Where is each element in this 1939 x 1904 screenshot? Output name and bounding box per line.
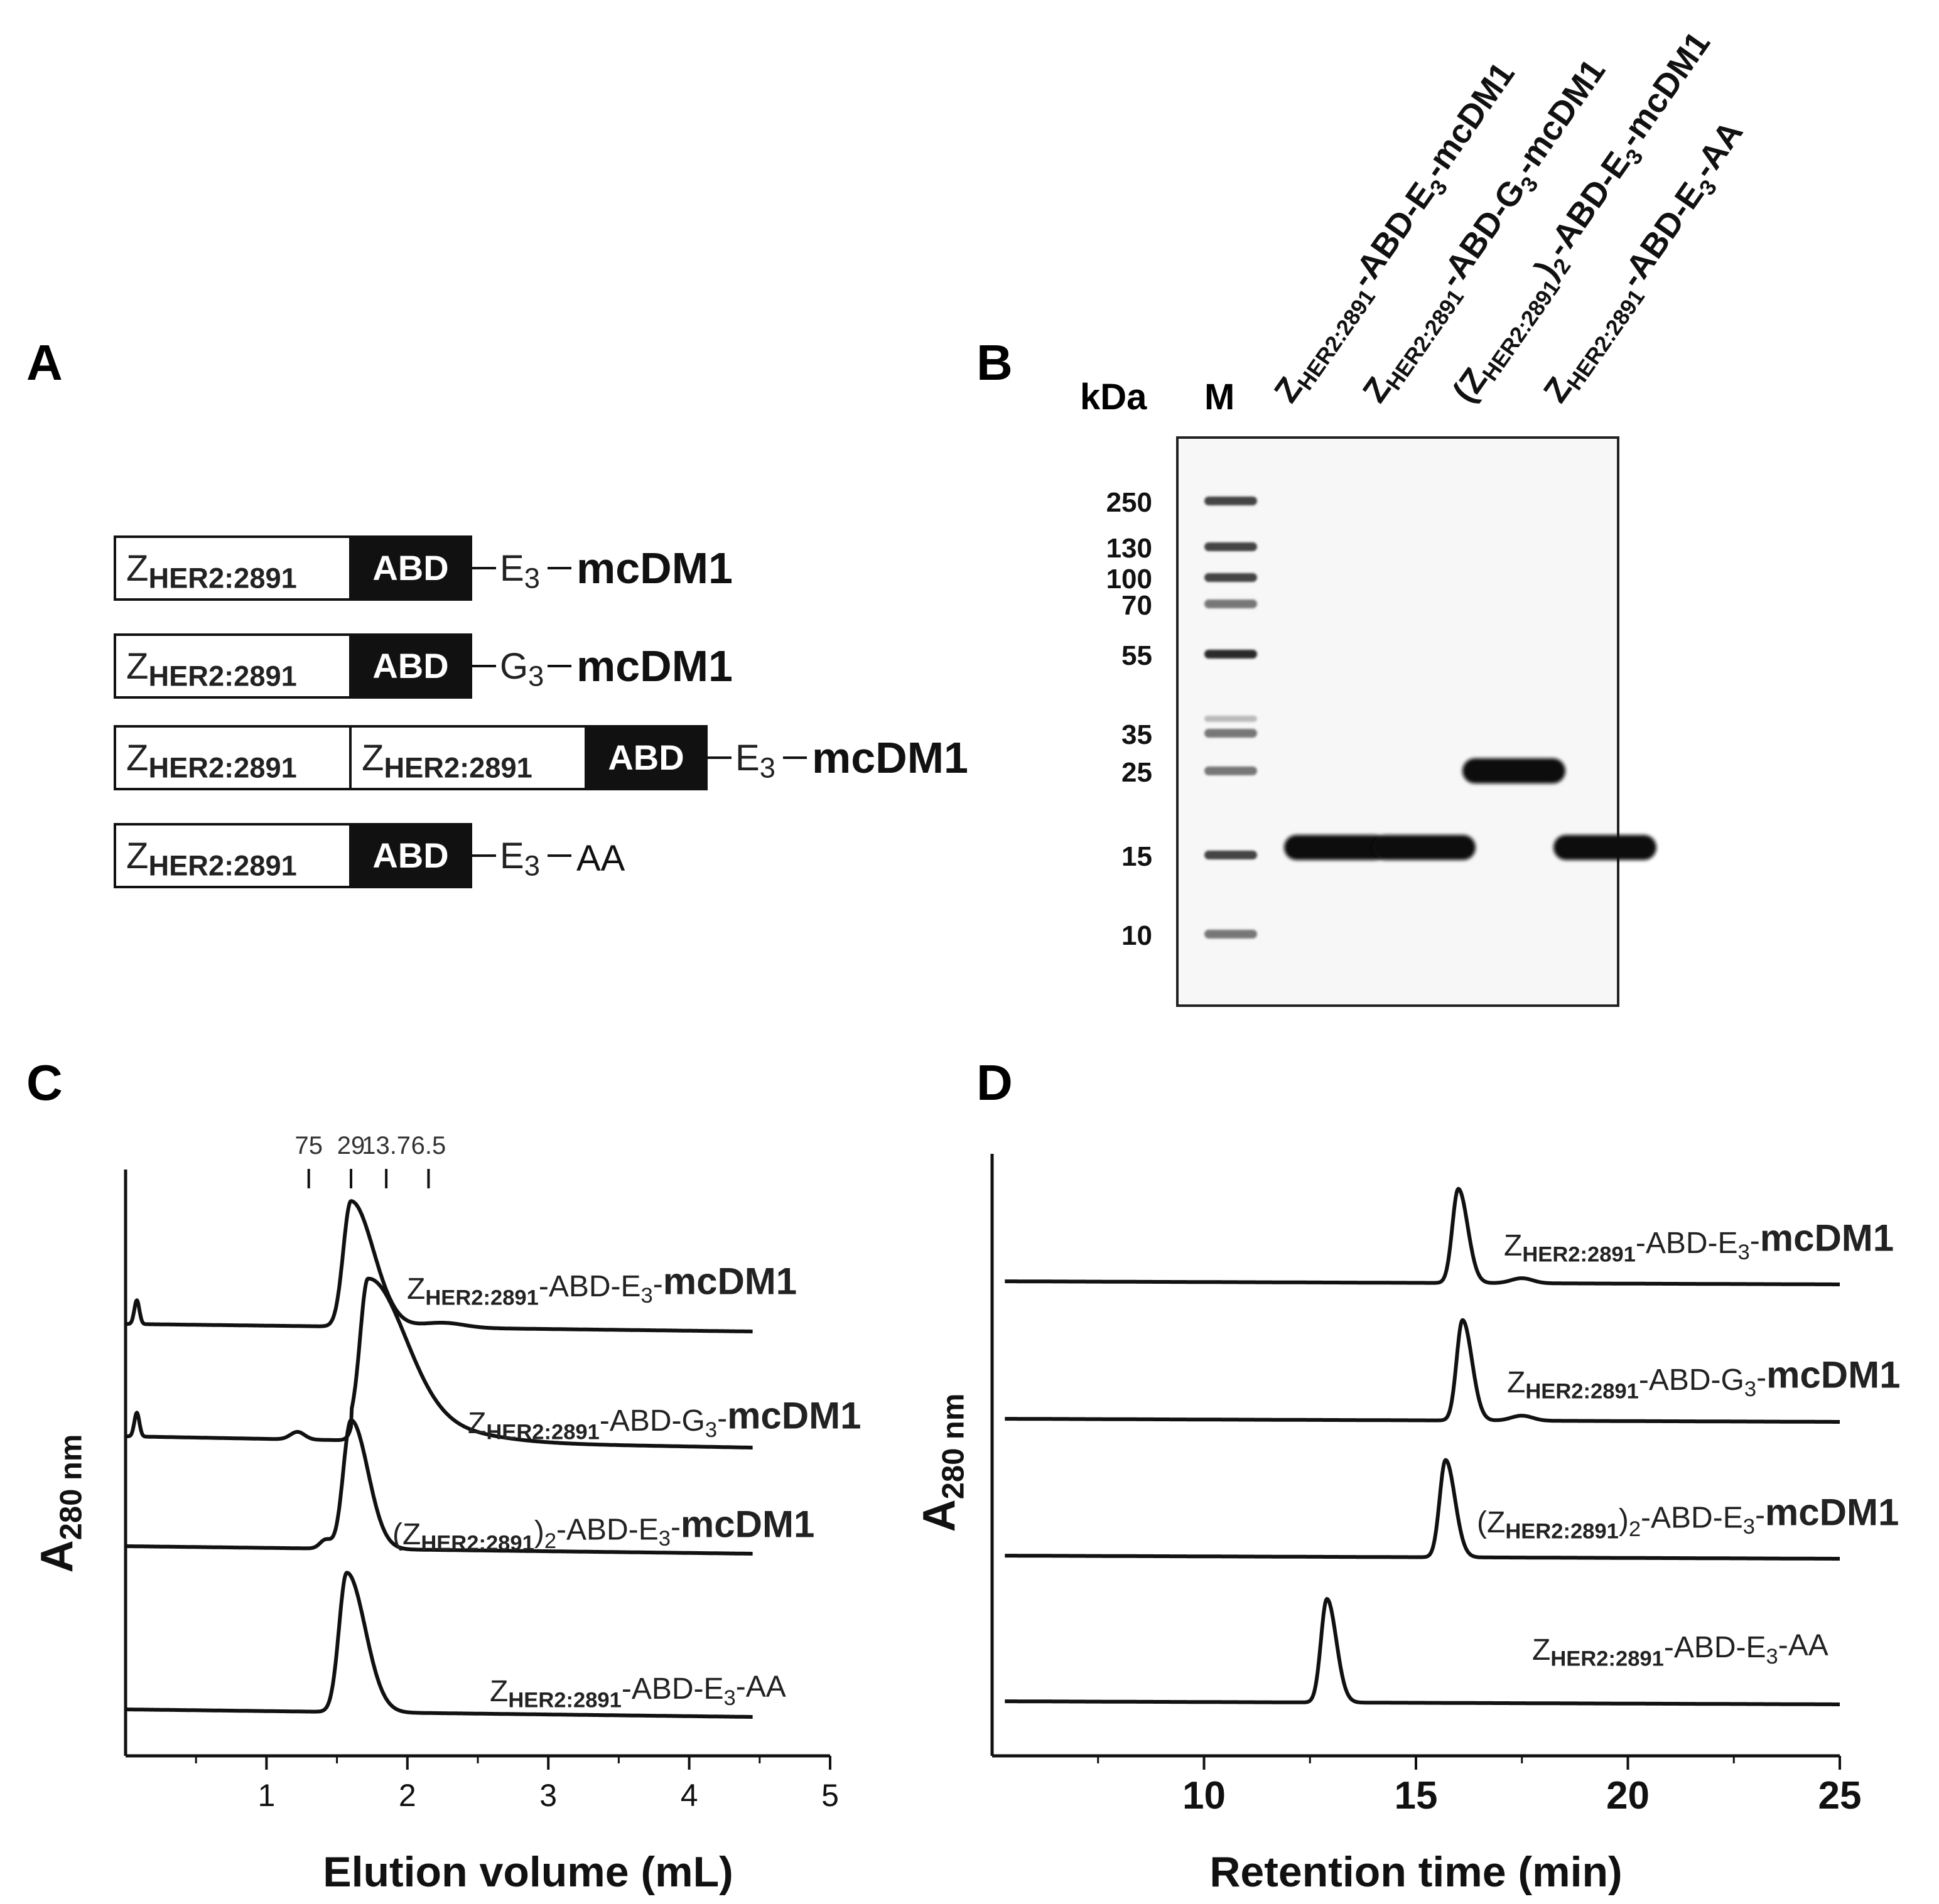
linker-label: E3 — [500, 836, 540, 881]
marker-kda-label: 35 — [1121, 719, 1152, 750]
trace-label: ZHER2:2891-ABD-G3-mcDM1 — [468, 1394, 861, 1444]
chromatogram-trace — [124, 1199, 754, 1333]
x-tick-label: 2 — [399, 1778, 416, 1813]
marker-band — [1204, 716, 1257, 722]
x-tick-label: 10 — [1182, 1774, 1226, 1817]
mw-marker-label: 6.5 — [411, 1132, 446, 1159]
trace-label: ZHER2:2891-ABD-G3-mcDM1 — [1507, 1353, 1900, 1403]
marker-kda-label: 25 — [1121, 757, 1152, 788]
marker-lane-label: M — [1204, 377, 1234, 417]
affibody-domain-label: ZHER2:2891 — [126, 738, 297, 783]
marker-kda-label: 15 — [1121, 841, 1152, 872]
affibody-domain-box — [114, 725, 352, 790]
marker-band — [1204, 573, 1257, 582]
marker-band — [1204, 600, 1257, 608]
hplc-trace — [1003, 1458, 1841, 1561]
kda-label: kDa — [1080, 377, 1147, 417]
abd-domain-label: ABD — [372, 646, 448, 686]
trace-label: ZHER2:2891-ABD-E3-AA — [1532, 1628, 1828, 1670]
chromatogram-trace — [124, 1571, 754, 1719]
marker-band — [1204, 851, 1257, 859]
payload-label: mcDM1 — [576, 642, 733, 691]
abd-domain-label: ABD — [608, 738, 684, 777]
x-tick-label: 5 — [821, 1778, 839, 1813]
x-axis-title: Elution volume (mL) — [323, 1848, 733, 1896]
affibody-domain-label: ZHER2:2891 — [126, 836, 297, 881]
marker-band — [1204, 930, 1257, 939]
affibody-domain-label: ZHER2:2891 — [126, 548, 297, 594]
marker-band — [1204, 729, 1257, 738]
trace-label: ZHER2:2891-ABD-E3-mcDM1 — [407, 1260, 797, 1310]
linker-label: E3 — [735, 738, 775, 783]
affibody-domain-label: ZHER2:2891 — [126, 646, 297, 692]
x-tick-label: 4 — [681, 1778, 698, 1813]
y-axis-title: A280 nm — [32, 1434, 89, 1573]
affibody-domain-box — [349, 725, 587, 790]
panel-label-a: A — [26, 335, 63, 390]
panel-label-b: B — [976, 335, 1013, 390]
mw-marker-label: 29 — [337, 1132, 365, 1159]
panel-label-d: D — [976, 1055, 1013, 1111]
hplc-trace — [1003, 1318, 1841, 1424]
sds-page-gel: kDa M 250130100705535251510ZHER2:2891-AB… — [1080, 25, 1750, 1007]
construct-row: ZHER2:2891 ABD E3 mcDM1 — [114, 535, 733, 601]
chromatogram-trace — [124, 1276, 754, 1450]
x-tick-label: 25 — [1818, 1774, 1862, 1817]
marker-band — [1204, 497, 1257, 505]
affibody-domain-box — [114, 535, 352, 601]
payload-label: mcDM1 — [812, 733, 968, 782]
payload-label: AA — [576, 838, 625, 879]
y-axis-title: A280 nm — [914, 1394, 971, 1532]
construct-row: ZHER2:2891 ZHER2:2891 ABD E3 mcDM1 — [114, 725, 968, 790]
trace-label: ZHER2:2891-ABD-E3-AA — [490, 1670, 786, 1712]
marker-band — [1204, 766, 1257, 775]
marker-band — [1204, 650, 1257, 659]
x-tick-label: 20 — [1606, 1774, 1650, 1817]
hplc-trace — [1003, 1186, 1841, 1286]
x-tick-label: 15 — [1395, 1774, 1438, 1817]
protein-band — [1553, 835, 1656, 860]
abd-domain-box — [349, 823, 472, 888]
x-axis-title: Retention time (min) — [1209, 1848, 1622, 1896]
protein-band — [1284, 835, 1387, 860]
marker-band — [1204, 542, 1257, 551]
affibody-domain-box — [114, 823, 352, 888]
x-tick-label: 3 — [539, 1778, 557, 1813]
construct-row: ZHER2:2891 ABD E3 AA — [114, 823, 625, 888]
payload-label: mcDM1 — [576, 544, 733, 593]
abd-domain-label: ABD — [372, 836, 448, 875]
marker-kda-label: 70 — [1121, 590, 1152, 621]
mw-marker-label: 13.7 — [362, 1132, 411, 1159]
construct-row: ZHER2:2891 ABD G3 mcDM1 — [114, 633, 733, 699]
trace-label: (ZHER2:2891)2-ABD-E3-mcDM1 — [392, 1503, 814, 1556]
linker-label: E3 — [500, 548, 540, 594]
marker-kda-label: 250 — [1106, 487, 1152, 518]
chromatogram-trace — [124, 1418, 754, 1556]
marker-kda-label: 55 — [1121, 640, 1152, 671]
protein-band — [1462, 758, 1565, 783]
marker-kda-label: 100 — [1106, 564, 1152, 594]
trace-label: (ZHER2:2891)2-ABD-E3-mcDM1 — [1477, 1492, 1899, 1544]
marker-kda-label: 130 — [1106, 533, 1152, 564]
abd-domain-label: ABD — [372, 548, 448, 588]
trace-label: ZHER2:2891-ABD-E3-mcDM1 — [1504, 1217, 1894, 1266]
affibody-domain-label: ZHER2:2891 — [362, 738, 532, 783]
protein-band — [1373, 835, 1476, 860]
x-tick-label: 1 — [257, 1778, 275, 1813]
hplc-trace — [1003, 1597, 1841, 1706]
mw-marker-label: 75 — [294, 1132, 323, 1159]
marker-kda-label: 10 — [1121, 920, 1152, 951]
panel-label-c: C — [26, 1055, 63, 1111]
linker-label: G3 — [500, 646, 544, 692]
